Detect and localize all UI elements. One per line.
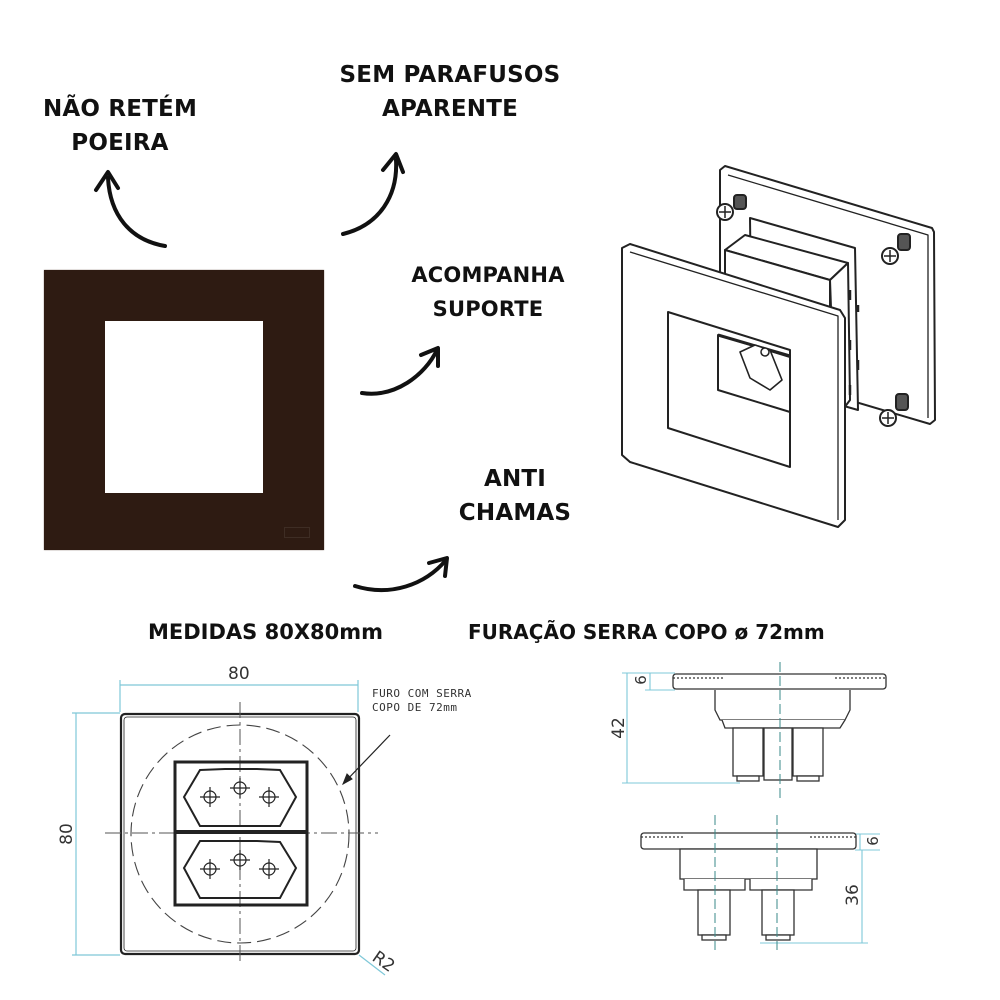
bottom-depth-label: 36 (842, 884, 863, 906)
support-plate-edge (727, 174, 929, 418)
feature-line: POEIRA (71, 130, 169, 156)
radius-label: R2 (368, 947, 399, 977)
arrow-screws (341, 158, 399, 236)
mechanism-box (749, 217, 859, 411)
hole-note-line: COPO DE 72mm (372, 701, 458, 714)
frame-opening-3d (667, 311, 791, 468)
arrow-dust (106, 176, 167, 248)
width-dimension-label: 80 (228, 664, 250, 684)
arrow-support-head (419, 346, 440, 368)
feature-label-flame: ANTI CHAMAS (450, 462, 580, 530)
feature-line: APARENTE (381, 96, 519, 122)
top-thickness-label: 6 (631, 675, 650, 685)
socket-module (717, 334, 791, 413)
frame-opening (105, 321, 263, 493)
double-socket-frame (173, 760, 309, 907)
feature-label-support: ACOMPANHA SUPORTE (398, 258, 578, 326)
arrow-dust-head (94, 170, 120, 192)
feature-line: SUPORTE (432, 297, 544, 321)
hole-note-line: FURO COM SERRA (372, 687, 472, 700)
arrow-screws-head (381, 152, 405, 174)
feature-line: ANTI (483, 466, 547, 492)
drilling-heading: FURAÇÃO SERRA COPO ø 72mm (468, 620, 825, 644)
feature-line: CHAMAS (458, 500, 572, 526)
feature-line: NÃO RETÉM (42, 96, 198, 122)
arrow-flame-head (427, 556, 449, 578)
measures-heading: MEDIDAS 80X80mm (148, 620, 384, 644)
feature-label-dust: NÃO RETÉM POEIRA (30, 92, 210, 160)
front-frame (621, 243, 846, 528)
screw-icon (881, 233, 911, 265)
width-dimension-line (119, 680, 359, 712)
brand-logo-mark (284, 527, 310, 538)
socket-outline (739, 344, 783, 391)
top-view-plate (672, 673, 887, 690)
top-depth-label: 42 (608, 717, 629, 739)
feature-line: SEM PARAFUSOS (339, 62, 561, 88)
support-plate (719, 165, 936, 425)
screw-icon (716, 194, 747, 221)
socket-bottom-outline (182, 840, 298, 899)
height-dimension-line (72, 712, 120, 956)
hole-note: FURO COM SERRA COPO DE 72mm (372, 687, 472, 715)
feature-line: ACOMPANHA (411, 263, 565, 287)
socket-pin-hole (760, 347, 770, 357)
bottom-thickness-label: 6 (863, 836, 882, 846)
height-dimension-label: 80 (56, 823, 77, 845)
hole-72mm-circle (130, 724, 350, 944)
plate-outline (119, 712, 361, 956)
bottom-view-plate (640, 832, 857, 850)
screw-icon (879, 393, 909, 427)
arrow-support (360, 348, 439, 396)
arrow-flame (353, 558, 448, 593)
product-frame-photo (44, 270, 324, 550)
feature-label-screws: SEM PARAFUSOS APARENTE (330, 58, 570, 126)
leader-arrow (342, 734, 391, 785)
socket-top-outline (182, 768, 298, 827)
